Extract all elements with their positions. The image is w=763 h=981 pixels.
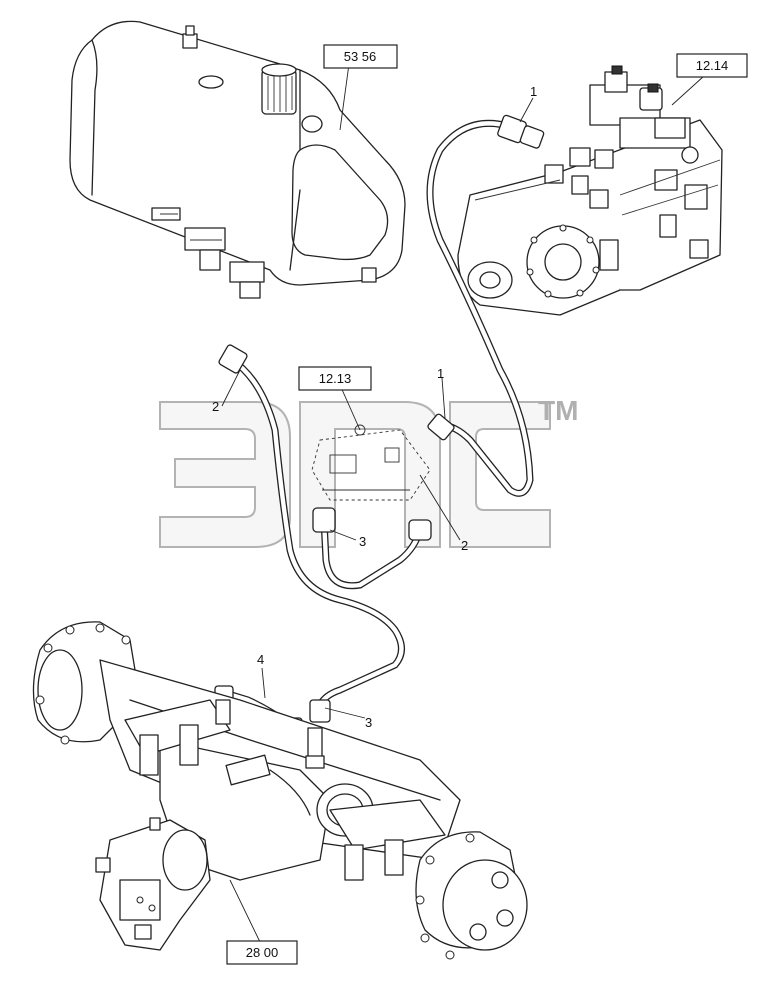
watermark-logo: TM [159,395,578,548]
tank-breather [182,33,198,49]
callout-hose-2-left: 2 [212,399,219,414]
ref-label-pump: 12.14 [696,58,729,73]
hydraulic-pump-assembly [457,65,723,316]
callout-hose-3-upper: 3 [359,534,366,549]
pump-flange [526,224,600,299]
drive-axle [32,621,528,960]
pump-fittings [474,146,721,271]
pump-control-valve [589,65,691,149]
callout-hose-3-lower: 3 [365,715,372,730]
ref-label-axle: 28 00 [246,945,279,960]
ref-box-pump: 12.14 [676,53,748,78]
leader-lines [221,63,705,943]
control-valve-center [311,424,431,501]
axle-mount-brackets [124,699,446,881]
ref-box-axle: 28 00 [226,940,298,965]
tank-filler-cap [261,63,297,115]
watermark-trademark: TM [538,395,578,426]
hose-2 [218,344,405,723]
callout-hose-1-lower: 1 [437,366,444,381]
callout-hose-4: 4 [257,652,264,667]
axle-right-hub [415,831,528,960]
hose-1 [426,114,545,497]
ref-label-tank: 53 56 [344,49,377,64]
ref-label-valve: 12.13 [319,371,352,386]
hydraulic-tank [69,20,406,299]
tank-bottom-fittings [151,207,377,299]
ref-box-valve: 12.13 [298,366,372,391]
hose-3 [312,507,432,590]
tank-plug [301,115,323,133]
callout-hose-1-upper: 1 [530,84,537,99]
axle-drive-motor [95,817,211,951]
tank-port [198,75,224,89]
callout-hose-2-right: 2 [461,538,468,553]
ref-box-tank: 53 56 [323,44,398,69]
